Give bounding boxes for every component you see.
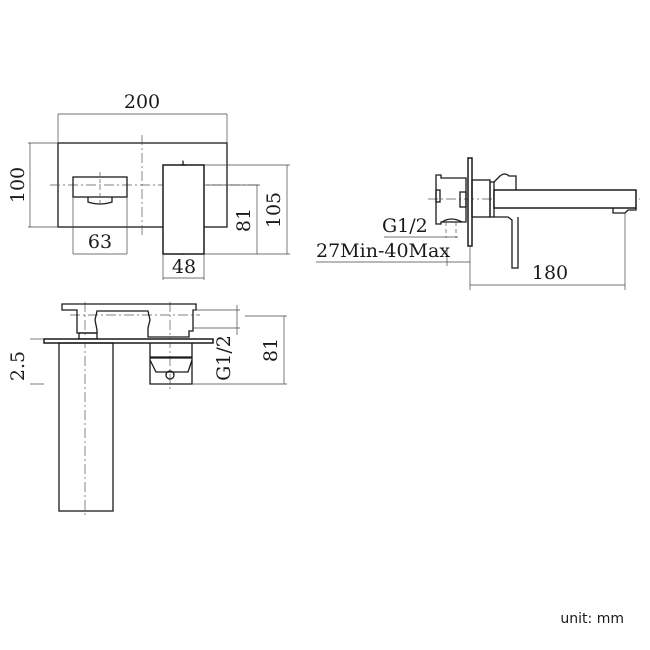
dim-handle-48: 48 (172, 256, 196, 278)
dim-spout-63: 63 (88, 231, 112, 253)
top-view: 2.5 G1/2 81 (7, 302, 287, 515)
dim-height-100: 100 (7, 167, 29, 203)
unit-label: unit: mm (560, 611, 624, 627)
dim-handle-81: 81 (233, 208, 255, 232)
side-view: G1/2 27Min-40Max 180 (316, 157, 640, 290)
dim-wall-depth: 27Min-40Max (316, 240, 450, 262)
dim-plate-thickness: 2.5 (7, 351, 29, 381)
front-view: 200 100 63 48 81 105 (7, 91, 290, 280)
spout-body (58, 342, 114, 512)
spout (493, 189, 637, 209)
cover-plate-edge (43, 338, 214, 344)
dim-side-thread: G1/2 (382, 215, 428, 237)
dim-handle-105: 105 (263, 192, 285, 228)
dim-top-thread: G1/2 (213, 335, 235, 381)
dim-projection-180: 180 (532, 262, 568, 284)
dim-width-200: 200 (124, 91, 160, 113)
dim-top-81: 81 (260, 338, 282, 362)
handle (162, 164, 205, 255)
